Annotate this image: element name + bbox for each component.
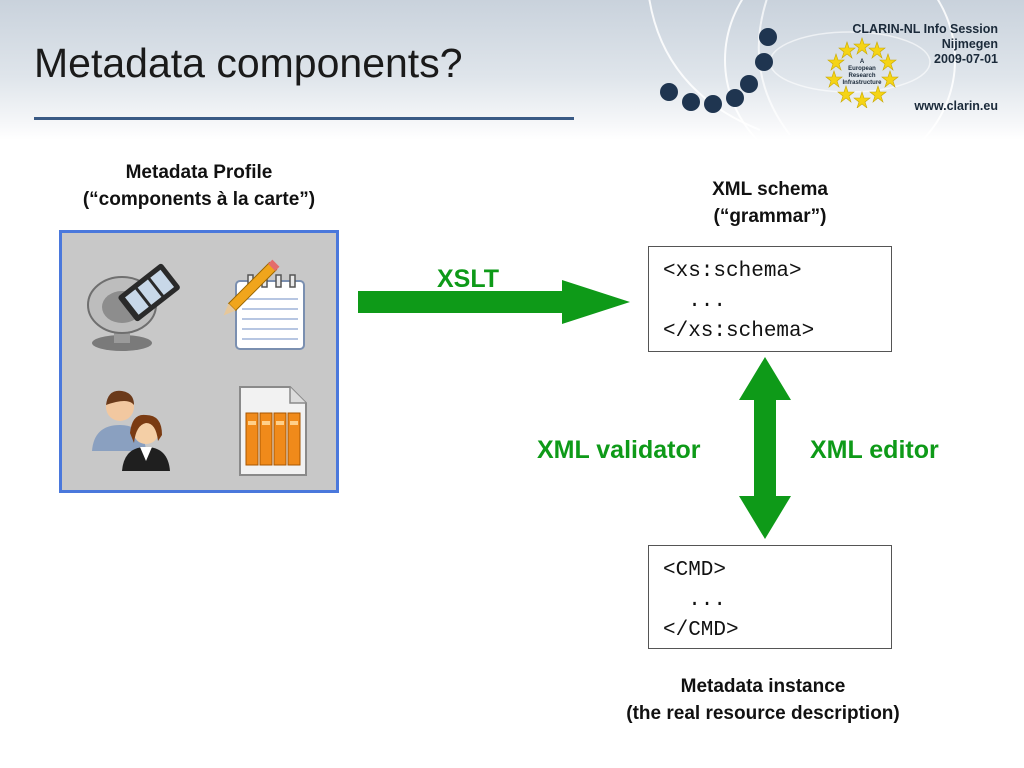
people-icon — [92, 390, 170, 471]
instance-label: Metadata instance (the real resource des… — [563, 673, 963, 727]
slide-header: Metadata components? A European Research… — [0, 0, 1024, 140]
session-info: CLARIN-NL Info Session Nijmegen 2009-07-… — [852, 22, 998, 67]
instance-subtitle: (the real resource description) — [626, 703, 900, 724]
website-link[interactable]: www.clarin.eu — [914, 99, 998, 113]
globe-graphic — [648, 0, 956, 140]
node-dot — [755, 53, 773, 71]
node-dot — [740, 75, 758, 93]
slide-title: Metadata components? — [34, 40, 463, 86]
xml-validator-label: XML validator — [537, 436, 701, 464]
node-dot — [704, 95, 722, 113]
speaker-film-icon — [87, 263, 180, 351]
session-location: Nijmegen — [941, 37, 998, 51]
profile-label: Metadata Profile (“components à la carte… — [59, 159, 339, 213]
logo-text: A European Research Infrastructure — [842, 59, 882, 86]
instance-code-box: <CMD> ... </CMD> — [648, 545, 892, 649]
schema-code-box: <xs:schema> ... </xs:schema> — [648, 246, 892, 352]
xslt-label: XSLT — [437, 265, 500, 293]
validation-double-arrow — [739, 357, 791, 539]
session-date: 2009-07-01 — [934, 52, 998, 66]
node-dot — [759, 28, 777, 46]
node-dot — [682, 93, 700, 111]
notepad-pencil-icon — [223, 259, 305, 350]
schema-label: XML schema (“grammar”) — [620, 176, 920, 230]
schema-title: XML schema — [712, 179, 828, 200]
xml-editor-label: XML editor — [810, 436, 939, 464]
metadata-profile-box — [59, 230, 339, 493]
profile-subtitle: (“components à la carte”) — [82, 189, 316, 210]
instance-title: Metadata instance — [680, 676, 846, 697]
profile-title: Metadata Profile — [125, 162, 273, 183]
schema-subtitle: (“grammar”) — [713, 206, 827, 227]
node-dot — [660, 83, 678, 101]
session-name: CLARIN-NL Info Session — [852, 22, 998, 36]
archive-document-icon — [239, 386, 307, 476]
title-underline — [34, 117, 574, 120]
node-dot — [726, 89, 744, 107]
xslt-arrow — [358, 280, 630, 324]
eu-stars-logo — [825, 37, 899, 108]
